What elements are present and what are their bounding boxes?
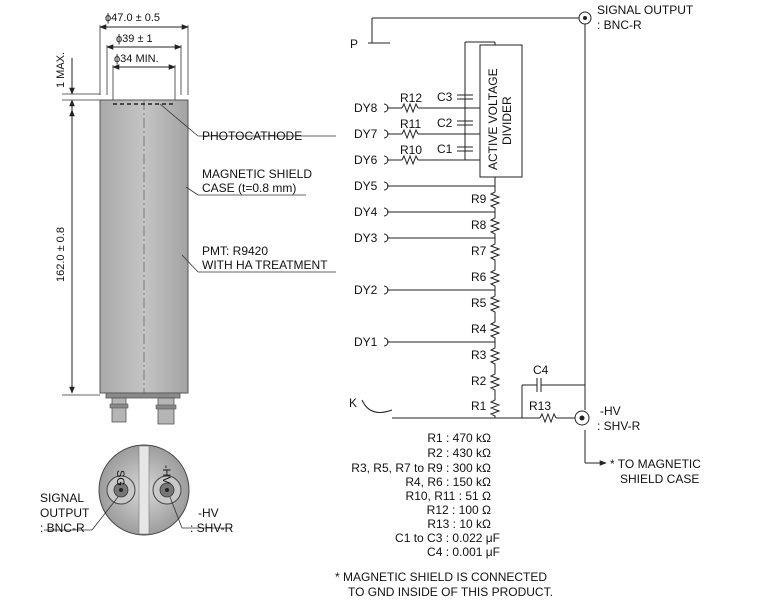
to-shield-label-line1: * TO MAGNETIC — [610, 457, 701, 471]
res-label-r4: R4 — [471, 322, 487, 336]
divider-label-line2: DIVIDER — [500, 96, 514, 145]
res-label-r10: R10 — [400, 143, 422, 157]
res-label-r5: R5 — [471, 296, 487, 310]
res-label-r2: R2 — [471, 374, 487, 388]
min-diameter-label: ϕ34 MIN. — [114, 53, 159, 65]
dynode-label-dy3: DY3 — [354, 231, 378, 245]
shield-leader — [185, 186, 199, 196]
max-gap-label: 1 MAX. — [55, 52, 67, 88]
signal-output-label-line2: : BNC-R — [597, 18, 642, 32]
value-line: R3, R5, R7 to R9 : 300 kΩ — [351, 461, 491, 475]
res-label-r12: R12 — [400, 91, 422, 105]
res-label-r8: R8 — [471, 218, 487, 232]
value-line: R10, R11 : 51 Ω — [406, 489, 491, 503]
base-hv-label-line1: -HV — [198, 506, 219, 520]
to-shield-label-line2: SHIELD CASE — [620, 472, 699, 486]
signal-connector-icon — [578, 11, 592, 25]
circuit-wiring — [361, 17, 607, 466]
footnote-line1: * MAGNETIC SHIELD IS CONNECTED — [335, 570, 547, 584]
base-view — [98, 444, 190, 536]
footnote-line2: TO GND INSIDE OF THIS PRODUCT. — [348, 585, 553, 599]
res-label-r3: R3 — [471, 348, 487, 362]
base-hv-label-line2: : SHV-R — [190, 521, 234, 535]
value-line: R2 : 430 kΩ — [427, 446, 491, 460]
dynode-label-dy5: DY5 — [354, 179, 378, 193]
res-label-r11: R11 — [400, 117, 421, 131]
dynode-label-dy7: DY7 — [354, 127, 378, 141]
pmt-leader — [181, 254, 199, 273]
length-label: 162.0 ± 0.8 — [55, 227, 67, 282]
value-line: R12 : 100 Ω — [427, 503, 491, 517]
cap-label-c3: C3 — [437, 90, 453, 104]
dynode-label-dy2: DY2 — [354, 283, 378, 297]
res-label-r1: R1 — [471, 399, 487, 413]
signal-output-label-line1: SIGNAL OUTPUT — [597, 3, 694, 17]
dynode-label-dy6: DY6 — [354, 153, 378, 167]
res-label-r6: R6 — [471, 270, 487, 284]
photocathode-label: PHOTOCATHODE — [202, 129, 302, 143]
mid-diameter-label: ϕ39 ± 1 — [116, 33, 153, 45]
value-line: C4 : 0.001 μF — [427, 545, 500, 559]
value-line: R13 : 10 kΩ — [427, 517, 491, 531]
dynode-label-dy1: DY1 — [354, 335, 378, 349]
component-values: R1 : 470 kΩ R2 : 430 kΩ R3, R5, R7 to R9… — [351, 431, 500, 559]
divider-label-line1: ACTIVE VOLTAGE — [486, 68, 500, 170]
photocathode-leader — [159, 103, 199, 137]
base-sig-label-line2: OUTPUT — [40, 506, 90, 520]
hv-connector-icon — [574, 410, 590, 426]
value-line: R1 : 470 kΩ — [427, 431, 491, 445]
cap-label-c1: C1 — [437, 142, 453, 156]
value-line: C1 to C3 : 0.022 μF — [395, 531, 500, 545]
hv-mark: -HV — [160, 465, 172, 485]
shield-label-line2: CASE (t=0.8 mm) — [202, 181, 296, 195]
anode-label: P — [350, 37, 358, 51]
cap-label-c4: C4 — [533, 363, 549, 377]
cathode-label: K — [349, 396, 357, 410]
dimension-lines — [62, 24, 189, 396]
dynode-label-dy4: DY4 — [354, 205, 378, 219]
base-sig-label-line3: : BNC-R — [40, 521, 85, 535]
pmt-label-line2: WITH HA TREATMENT — [202, 258, 328, 272]
cap-label-c2: C2 — [437, 116, 453, 130]
res-label-r9: R9 — [471, 192, 487, 206]
dynode-label-dy8: DY8 — [354, 101, 378, 115]
res-label-r7: R7 — [471, 244, 487, 258]
sig-base-leader — [91, 496, 119, 531]
res-label-r13: R13 — [529, 399, 551, 413]
hv-base-leader — [169, 496, 183, 529]
outer-diameter-label: ϕ47.0 ± 0.5 — [105, 12, 160, 24]
hv-output-label-line2: : SHV-R — [597, 419, 641, 433]
base-sig-label-line1: SIGNAL — [40, 491, 84, 505]
pmt-label-line1: PMT: R9420 — [202, 244, 268, 258]
value-line: R4, R6 : 150 kΩ — [405, 475, 491, 489]
shield-label-line1: MAGNETIC SHIELD — [202, 167, 312, 181]
sg-mark: SG — [114, 470, 126, 486]
hv-output-label-line1: -HV — [600, 404, 621, 418]
pmt-tube — [99, 99, 189, 425]
